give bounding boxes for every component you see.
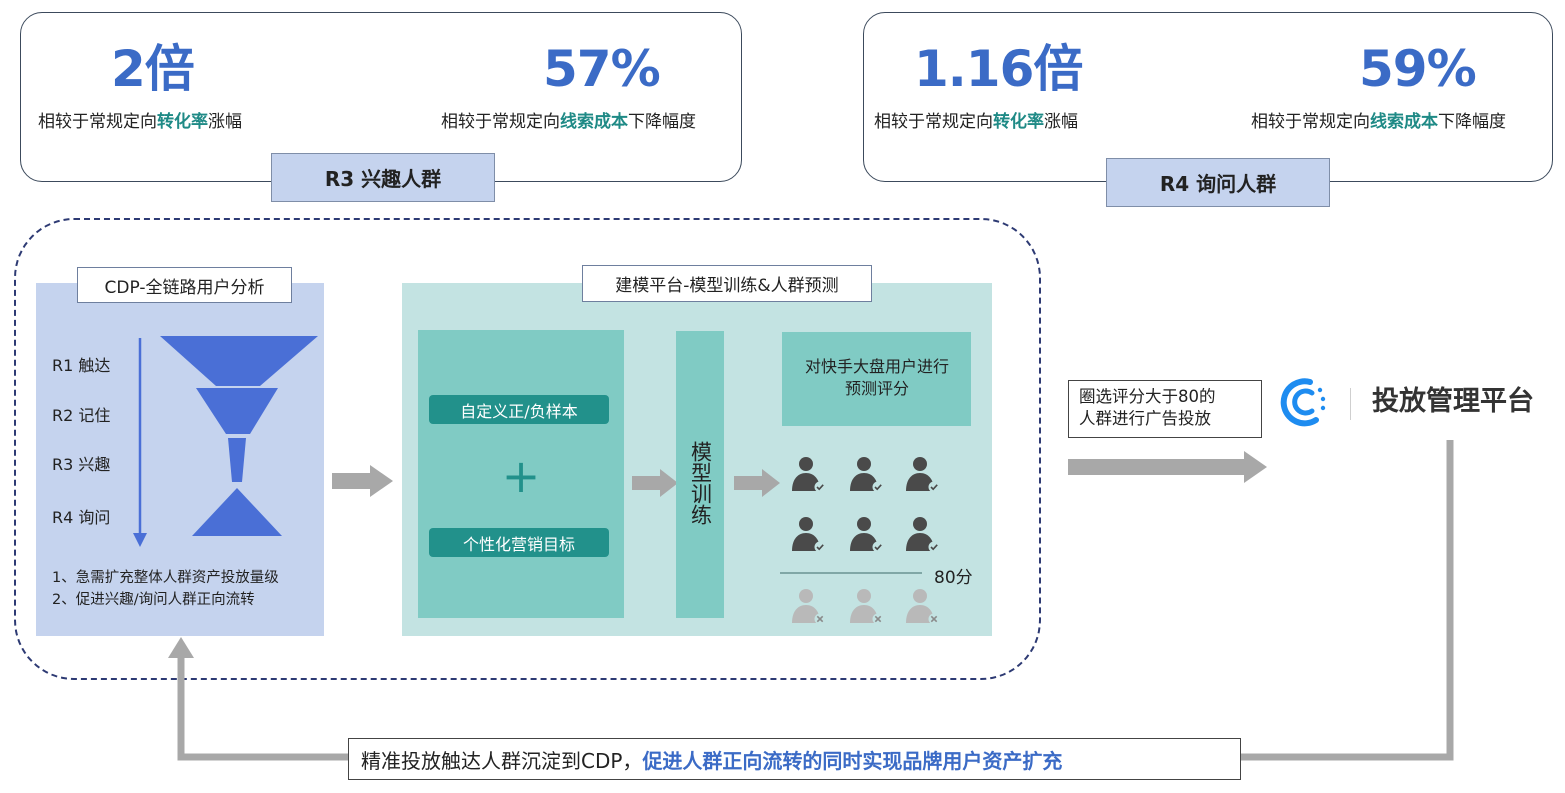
conversion-rise-value: 2倍	[111, 40, 195, 98]
feedback-banner: 精准投放触达人群沉淀到CDP， 促进人群正向流转的同时实现品牌用户资产扩充	[348, 738, 1241, 780]
cdp-note-1: 1、急需扩充整体人群资产投放量级	[52, 570, 279, 586]
selection-criteria-box: 圈选评分大于80的 人群进行广告投放	[1068, 380, 1262, 438]
funnel-layer-inquiry	[192, 488, 282, 536]
stage-r4: R4 询问	[52, 508, 111, 527]
cdp-note-2: 2、促进兴趣/询问人群正向流转	[52, 592, 255, 608]
process-loop-container	[14, 218, 1041, 680]
logo-divider	[1350, 388, 1351, 420]
conversion-rise-desc: 相较于常规定向转化率涨幅	[874, 112, 1078, 132]
cost-drop-value: 57%	[543, 40, 661, 98]
selection-text-line1: 圈选评分大于80的	[1079, 387, 1216, 406]
kuaishou-ad-logo-icon	[1280, 378, 1326, 427]
cost-drop-desc: 相较于常规定向线索成本下降幅度	[1251, 112, 1506, 132]
score-threshold-label: 80分	[934, 568, 973, 588]
flow-arrow-icon	[332, 465, 393, 497]
cdp-panel-title: CDP-全链路用户分析	[77, 267, 292, 303]
cost-drop-desc: 相较于常规定向线索成本下降幅度	[441, 112, 696, 132]
modeling-panel-title: 建模平台-模型训练&人群预测	[582, 265, 872, 302]
prediction-label: 对快手大盘用户进行预测评分	[804, 357, 949, 398]
stage-r2: R2 记住	[52, 406, 111, 425]
funnel-layer-reach	[160, 336, 318, 386]
flow-arrow-icon	[632, 469, 678, 497]
feedback-text-plain: 精准投放触达人群沉淀到CDP，	[361, 748, 643, 773]
flow-arrow-icon	[734, 469, 780, 497]
funnel-diagram	[133, 336, 318, 547]
funnel-layer-remember	[196, 388, 278, 434]
feedback-text-highlight: 促进人群正向流转的同时实现品牌用户资产扩充	[642, 748, 1063, 773]
conversion-rise-value: 1.16倍	[914, 40, 1083, 98]
stat-card-r4: 1.16倍 相较于常规定向转化率涨幅 59% 相较于常规定向线索成本下降幅度	[863, 12, 1553, 182]
funnel-layer-interest	[228, 438, 246, 482]
platform-name: 投放管理平台	[1372, 386, 1534, 417]
marketing-goal-label: 个性化营销目标	[429, 528, 609, 557]
sample-input-block	[418, 330, 624, 618]
stage-direction-arrow-head	[133, 533, 147, 547]
flow-arrow-icon	[1068, 451, 1267, 483]
sample-label: 自定义正/负样本	[429, 395, 609, 424]
stage-r1: R1 触达	[52, 356, 111, 375]
tag-r3-interest: R3 兴趣人群	[271, 153, 495, 202]
tag-r4-inquiry: R4 询问人群	[1106, 158, 1330, 207]
prediction-block	[782, 332, 971, 426]
cost-drop-value: 59%	[1359, 40, 1477, 98]
model-training-block	[676, 331, 724, 618]
model-training-label: 模型训练	[688, 441, 713, 525]
stage-r3: R3 兴趣	[52, 455, 111, 474]
conversion-rise-desc: 相较于常规定向转化率涨幅	[38, 112, 242, 132]
user-score-grid	[780, 456, 941, 626]
plus-sign: +	[501, 449, 541, 503]
selection-text-line2: 人群进行广告投放	[1079, 409, 1211, 428]
